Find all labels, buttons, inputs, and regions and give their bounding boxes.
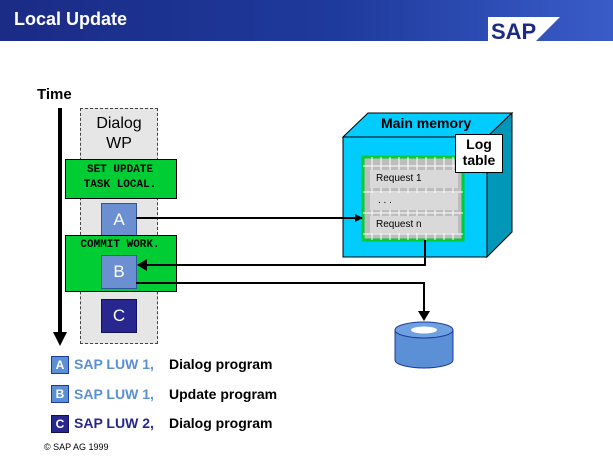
copyright-text: © SAP AG 1999 <box>44 442 109 452</box>
request-1-text: Request 1 <box>376 173 422 184</box>
main-memory-label: Main memory <box>381 115 472 131</box>
legend-luw-b: SAP LUW 1, <box>74 386 154 402</box>
request-ellipsis-text: . . . <box>378 195 392 206</box>
page-title: Local Update <box>14 9 128 29</box>
arrow-log-to-b-head <box>137 259 147 271</box>
legend-desc-c: Dialog program <box>169 415 273 431</box>
legend-badge-a: A <box>51 356 69 374</box>
sap-logo: SAP <box>488 17 560 43</box>
set-update-task-local-text: SET UPDATE TASK LOCAL. <box>83 164 157 191</box>
log-table-label: Log table <box>455 134 503 173</box>
legend-desc-a: Dialog program <box>169 356 273 372</box>
request-row-1 <box>370 170 458 188</box>
request-row-n <box>370 216 458 233</box>
arrow-b-to-db-head <box>418 311 430 321</box>
commit-work-text: COMMIT WORK. <box>80 239 160 251</box>
step-b-box: B <box>101 255 137 289</box>
request-n-text: Request n <box>376 219 422 230</box>
legend-luw-c: SAP LUW 2, <box>74 415 154 431</box>
request-row-2 <box>370 193 458 210</box>
set-update-task-local-box <box>65 159 177 199</box>
timeline-arrow-head <box>53 332 67 346</box>
sap-logo-text: SAP <box>491 19 536 43</box>
legend-badge-b: B <box>51 385 69 403</box>
step-c-box: C <box>101 299 137 333</box>
legend-badge-c: C <box>51 415 69 433</box>
step-a-box: A <box>101 203 137 237</box>
legend-luw-a: SAP LUW 1, <box>74 356 154 372</box>
arrow-log-to-b <box>146 240 426 266</box>
legend-desc-b: Update program <box>169 386 278 402</box>
arrow-b-to-db <box>136 282 425 312</box>
time-label: Time <box>37 86 72 103</box>
database-cylinder-icon <box>394 321 454 369</box>
dialog-wp-label: Dialog WP <box>96 115 142 152</box>
